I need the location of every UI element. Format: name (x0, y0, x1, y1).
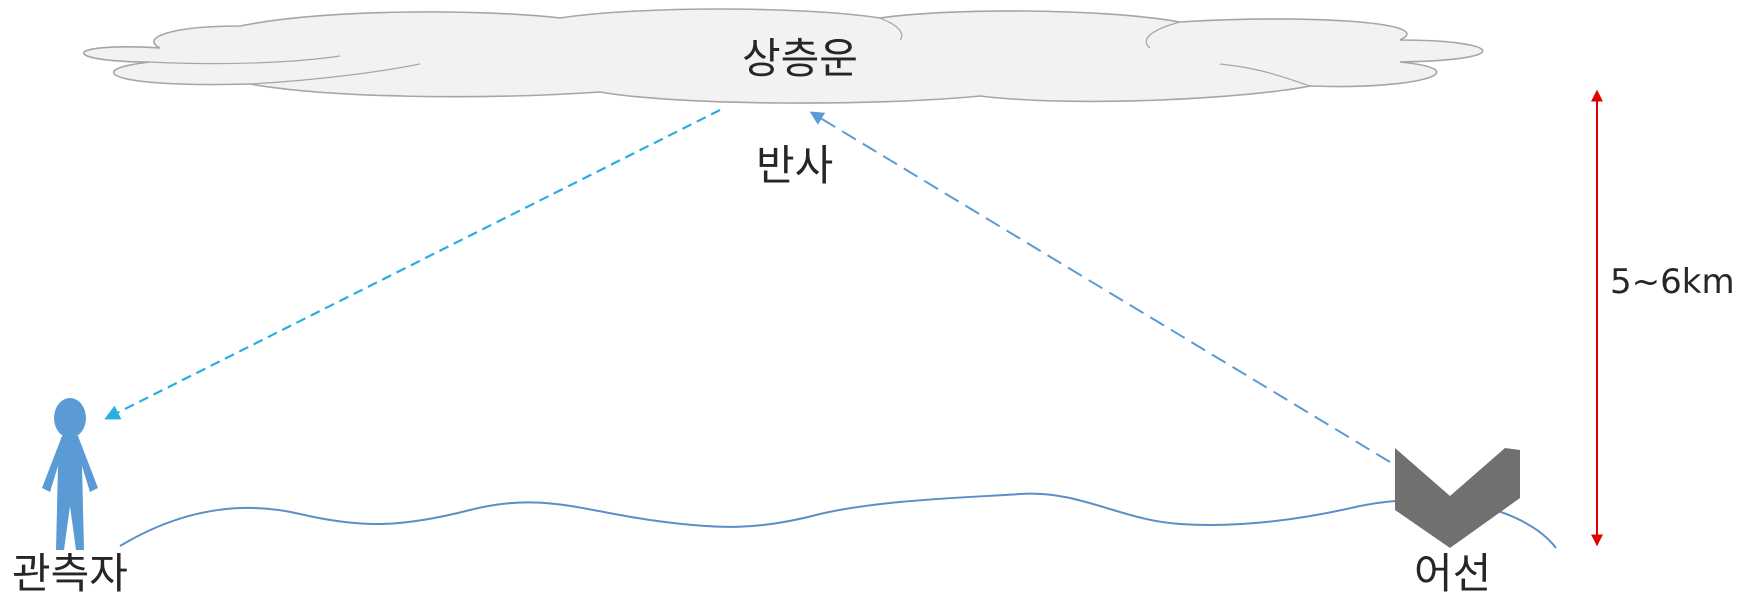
height-label: 5~6km (1610, 262, 1735, 302)
observer-ray (104, 109, 721, 420)
ship-label: 어선 (1414, 549, 1492, 598)
cloud-shape (83, 8, 1484, 104)
ship-ray (809, 111, 1391, 463)
cloud-label: 상층운 (742, 34, 858, 83)
boat-icon (1395, 448, 1520, 548)
person-icon (42, 398, 98, 550)
observer-label: 관측자 (12, 549, 128, 598)
sea-surface (119, 492, 1557, 549)
reflection-label: 반사 (756, 141, 834, 190)
